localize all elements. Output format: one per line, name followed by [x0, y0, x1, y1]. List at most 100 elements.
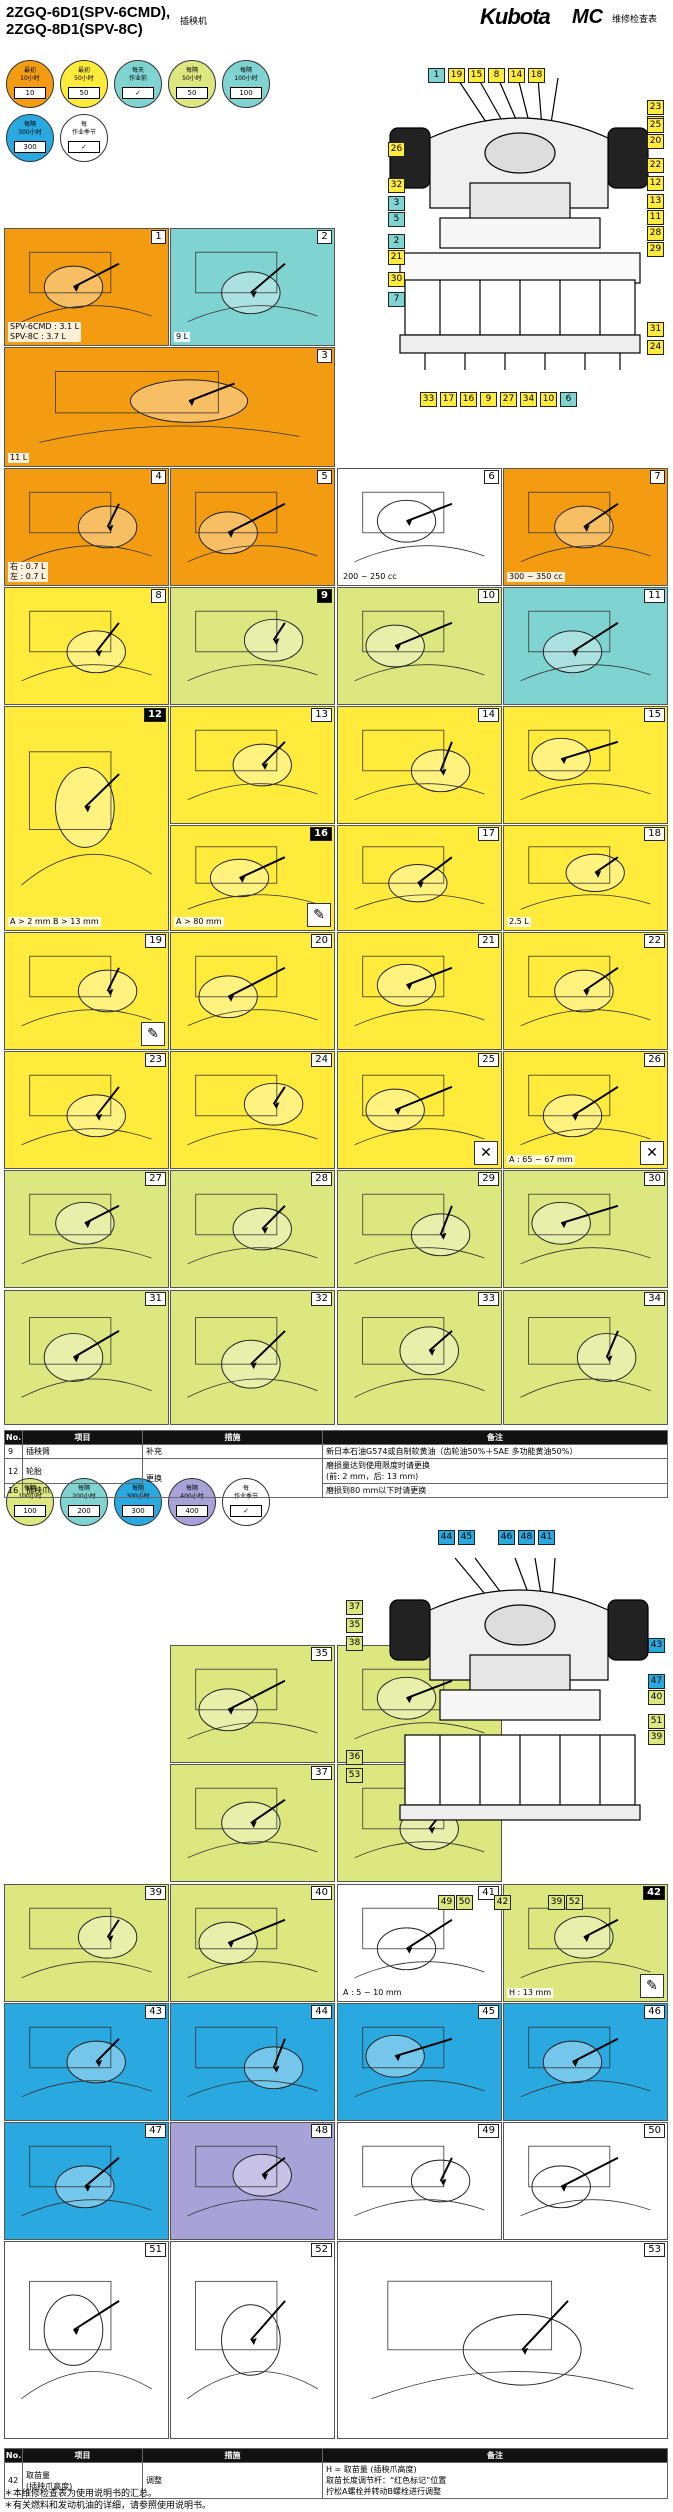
tile-number: 19 — [145, 934, 166, 948]
callout-47: 47 — [648, 1674, 665, 1689]
cell-action: 更换 — [142, 1458, 323, 1498]
machine-part-sketch — [21, 1907, 152, 1979]
hour-meter-icon: 10 — [14, 87, 46, 99]
cell-note: 磨损到80 mm以下时请更换 — [322, 1483, 668, 1498]
tile-caption: 2.5 L — [507, 917, 531, 927]
tile-number: 4 — [151, 470, 166, 484]
machine-part-sketch — [354, 1907, 485, 1979]
tile-number: 9 — [317, 589, 332, 603]
tile-number: 32 — [311, 1292, 332, 1306]
callout-34: 34 — [520, 392, 537, 407]
hour-meter-icon: 50 — [176, 87, 208, 99]
procedure-tile-11: 11 — [503, 587, 668, 705]
cell-item: 插秧臂 — [22, 1444, 143, 1459]
callout-31: 31 — [647, 322, 664, 337]
machine-part-sketch — [187, 846, 318, 910]
callout-36: 36 — [346, 1750, 363, 1765]
callout-46: 46 — [498, 1530, 515, 1545]
table-2-header-note: 备注 — [322, 2448, 668, 2463]
callout-22: 22 — [647, 158, 664, 173]
interval-icon: 每 作业季节✓ — [60, 114, 108, 162]
machine-part-sketch — [520, 1193, 651, 1265]
procedure-tile-22: 22 — [503, 932, 668, 1050]
callout-45: 45 — [458, 1530, 475, 1545]
machine-part-sketch — [520, 1317, 651, 1398]
sheet-title: 维修检查表 — [612, 15, 658, 25]
tile-number: 42 — [643, 1886, 665, 1900]
machine-part-sketch — [354, 2026, 485, 2098]
machine-part-sketch — [187, 1193, 318, 1265]
tile-number: 26 — [644, 1053, 665, 1067]
machine-part-sketch — [21, 1317, 152, 1398]
procedure-tile-20: 20 — [170, 932, 335, 1050]
tile-caption: SPV-6CMD : 3.1 L SPV-8C : 3.7 L — [8, 322, 82, 342]
tile-number: 35 — [311, 1647, 332, 1661]
table-2-header-action: 措施 — [142, 2448, 323, 2463]
machine-part-sketch — [354, 1074, 485, 1146]
table-1-header-note: 备注 — [322, 1430, 668, 1445]
machine-part-sketch — [21, 1074, 152, 1146]
callout-44: 44 — [438, 1530, 455, 1545]
table-1-header-action: 措施 — [142, 1430, 323, 1445]
machine-part-sketch — [354, 846, 485, 910]
procedure-tile-9: 9 — [170, 587, 335, 705]
procedure-tile-5: 5 — [170, 468, 335, 586]
hour-meter-icon: 300 — [122, 1505, 154, 1517]
procedure-tile-23: 23 — [4, 1051, 169, 1169]
callout-6: 6 — [560, 392, 577, 407]
tool-icon: ✕ — [640, 1141, 664, 1165]
procedure-tile-35: 35 — [170, 1645, 335, 1763]
procedure-tile-28: 28 — [170, 1170, 335, 1288]
callout-8: 8 — [488, 68, 505, 83]
cell-action: 补充 — [142, 1444, 323, 1459]
machine-part-sketch — [187, 729, 318, 801]
procedure-tile-46: 46 — [503, 2003, 668, 2121]
callout-33: 33 — [420, 392, 437, 407]
callout-20: 20 — [647, 134, 664, 149]
tile-number: 11 — [644, 589, 665, 603]
tool-icon: ✎ — [640, 1974, 664, 1998]
callout-23: 23 — [647, 100, 664, 115]
model-name: 2ZGQ-6D1(SPV-6CMD), 2ZGQ-8D1(SPV-8C) — [6, 4, 171, 38]
cell-action: 调整 — [142, 2462, 323, 2499]
machine-part-sketch — [187, 610, 318, 682]
callout-37: 37 — [346, 1600, 363, 1615]
callout-29: 29 — [647, 242, 664, 257]
machine-part-sketch — [354, 2145, 485, 2217]
machine-part-sketch — [187, 1317, 318, 1398]
procedure-tile-32: 32 — [170, 1290, 335, 1425]
tile-number: 33 — [478, 1292, 499, 1306]
interval-label: 每隔 100小时 — [234, 67, 258, 82]
table-2-header-item: 项目 — [22, 2448, 143, 2463]
machine-part-sketch — [21, 2145, 152, 2217]
table-1: No. 项目 措施 备注 9 插秧臂 补充 新日本石油G574或自制软黄油（齿轮… — [4, 1430, 668, 1498]
tile-number: 12 — [144, 708, 166, 722]
table-row: 9 插秧臂 补充 新日本石油G574或自制软黄油（齿轮油50%＋SAE 多功能黄… — [4, 1444, 668, 1459]
callout-51: 51 — [648, 1714, 665, 1729]
tile-number: 13 — [311, 708, 332, 722]
tile-number: 52 — [311, 2243, 332, 2257]
machine-part-sketch — [21, 955, 152, 1027]
tile-number: 17 — [478, 827, 499, 841]
procedure-tile-33: 33 — [337, 1290, 502, 1425]
hour-meter-icon: 100 — [230, 87, 262, 99]
callout-18: 18 — [528, 68, 545, 83]
cell-note: 磨损量达到使用限度时请更换 (前: 2 mm，后: 13 mm) — [322, 1458, 668, 1484]
interval-label: 每隔 300小时 — [18, 121, 42, 136]
hour-meter-icon: 100 — [14, 1505, 46, 1517]
callout-12: 12 — [647, 176, 664, 191]
table-1-header-no: No. — [4, 1430, 23, 1445]
tile-number: 28 — [311, 1172, 332, 1186]
tile-number: 15 — [644, 708, 665, 722]
procedure-tile-34: 34 — [503, 1290, 668, 1425]
callout-9: 9 — [480, 392, 497, 407]
callout-2: 2 — [388, 234, 405, 249]
table-row: 12 轮胎 更换 磨损量达到使用限度时请更换 (前: 2 mm，后: 13 mm… — [4, 1458, 668, 1498]
procedure-tile-17: 17 — [337, 825, 502, 931]
tile-number: 24 — [311, 1053, 332, 1067]
